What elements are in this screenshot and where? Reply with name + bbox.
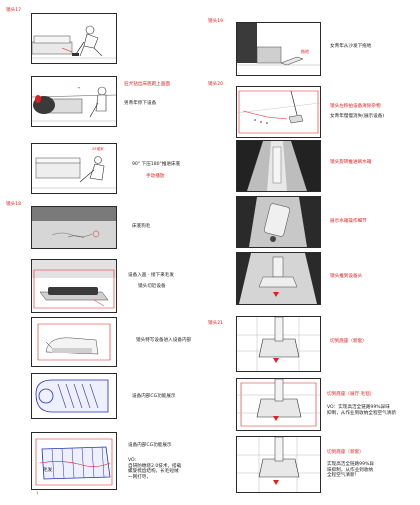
frame-l8-hair-label: 毛发 <box>43 468 53 473</box>
shot-20-tag: 镜头20 <box>208 82 224 87</box>
svg-text:→: → <box>77 85 81 90</box>
down-arrow-r5 <box>273 292 279 297</box>
down-arrow-r7 <box>273 416 279 421</box>
frame-l7-caption: 设备内部CG功能展示 <box>132 394 176 399</box>
shot-21-tag: 镜头21 <box>208 321 224 326</box>
frame-r1-caption: 女青年从沙发下拖地 <box>330 44 372 49</box>
frame-l2-caption: 狂犬钻出床底跑上画面 <box>124 82 170 87</box>
down-arrow-r8 <box>273 480 279 485</box>
frame-r6 <box>236 316 321 372</box>
svg-text:拖地: 拖地 <box>301 48 309 54</box>
frame-l5 <box>31 259 117 313</box>
frame-l3-caption: 90° 下压180°推进床底 <box>132 162 181 167</box>
sketch-water-tank-detail <box>237 197 320 247</box>
sketch-cg-brushroll <box>32 374 116 418</box>
sketch-under-bed <box>32 144 116 193</box>
shot-18-tag: 镜头18 <box>6 202 22 207</box>
sketch-debris-clean <box>237 87 320 137</box>
frame-r3-caption: 镜头旋转推进刷水箱 <box>330 160 372 165</box>
frame-r8 <box>236 436 321 493</box>
frame-r8-vo: 实现高洁全链路99%异 味抑制，从作业到收纳 全程空气清新！ <box>327 462 374 479</box>
frame-r4 <box>236 196 321 248</box>
frame-r1: 拖地 <box>236 22 321 76</box>
frame-r6-caption: 切到底座（新套） <box>330 339 367 344</box>
frame-l8-vo: VO: 自研防缠绕2.0技术，搭载 螺旋梳齿结构，长毛短绒 一网打尽， <box>128 458 182 480</box>
frame-l8-caption: 设备内部CG功能展示 <box>128 443 172 448</box>
frame-l5-caption-b: 镜头切近设备 <box>138 284 166 289</box>
frame-l4 <box>31 206 117 249</box>
frame-r3 <box>236 140 321 192</box>
shot-17-tag: 镜头17 <box>6 8 22 13</box>
frame-l6-caption: 镜头特写设备进入设备内部 <box>136 338 192 343</box>
frame-l4-caption: 床底狗毛 <box>132 224 151 229</box>
frame-r7-vo: VO：实现高洁全链路99%异味 抑制，从作业到收纳全程空气清新 <box>327 405 396 416</box>
down-arrow-r6 <box>273 358 279 363</box>
frame-l5-caption: 设备入画 - 接下来毛发 <box>128 273 174 278</box>
sketch-cg-hair-wrap <box>32 433 116 489</box>
frame-l2: → <box>31 76 117 127</box>
frame-l2-caption-b: 男青年停下设备 <box>124 101 157 106</box>
sketch-sofa-mop: 拖地 <box>237 23 320 75</box>
sketch-dog-hair-floor <box>32 207 116 248</box>
frame-r2-caption-b: 女青年慢慢消失(展示设备) <box>330 114 385 119</box>
frame-l3-note: 25毫米 <box>92 147 104 151</box>
frame-r5-caption: 镜头推到设备头 <box>330 274 363 279</box>
sketch-device-closeup <box>32 318 116 366</box>
sketch-dog-running: → <box>32 77 116 126</box>
frame-r7-caption: 切到底座（展厅·毛毯） <box>327 392 375 397</box>
shot-19-tag: 镜头19 <box>208 19 224 24</box>
frame-l6 <box>31 317 117 367</box>
frame-r2-caption: 镜头左移拍设备清除杂物 <box>330 104 381 109</box>
sketch-dock-showroom <box>237 379 320 430</box>
frame-l3 <box>31 143 117 194</box>
frame-r2 <box>236 86 321 138</box>
frame-r5 <box>236 252 321 305</box>
sketch-water-tank-rotate <box>237 141 320 191</box>
frame-l8 <box>31 432 117 490</box>
frame-r4-caption: 展示水箱操作细节 <box>330 219 367 224</box>
frame-l7 <box>31 373 117 419</box>
frame-l1 <box>31 13 117 64</box>
page-number: 1 <box>36 491 39 495</box>
frame-r8-caption: 切到底座（新套） <box>327 450 364 455</box>
sketch-bedroom-cleaning <box>32 14 116 63</box>
frame-l3-caption-b: 手动播放 <box>146 174 165 179</box>
frame-r7 <box>236 378 321 431</box>
sketch-device-enters <box>32 260 116 312</box>
